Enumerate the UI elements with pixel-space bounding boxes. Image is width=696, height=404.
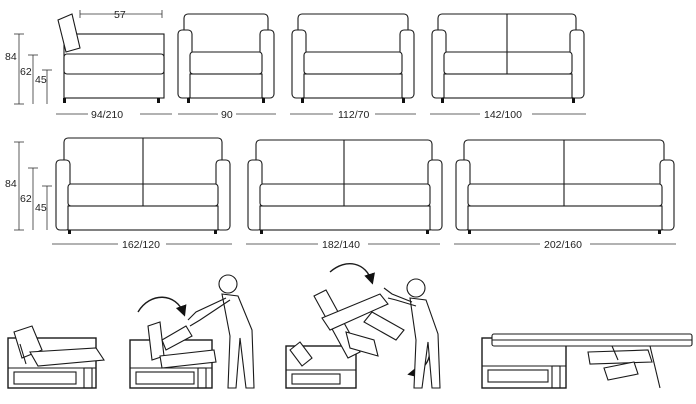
width-label-202-160: 202/160	[544, 239, 582, 251]
width-label-182-140: 182/140	[322, 239, 360, 251]
height-label-84-row2: 84	[5, 178, 17, 190]
height-dimensions-row1: 84 62 45	[5, 33, 52, 105]
person-icon-2	[383, 278, 441, 389]
height-label-62: 62	[20, 66, 32, 78]
height-label-45-row2: 45	[35, 202, 47, 214]
sofa-front-icon-112	[291, 13, 415, 103]
height-label-45: 45	[35, 74, 47, 86]
width-dimensions-row2: 162/120 182/140 202/160	[52, 239, 676, 251]
step1-closed-sofa-icon	[7, 325, 105, 389]
sofa-side-view-icon: 57	[57, 9, 165, 103]
armchair-front-icon	[177, 13, 275, 103]
person-icon-1	[187, 274, 255, 389]
height-label-84: 84	[5, 51, 17, 63]
sofa-front-icon-182	[247, 139, 443, 234]
depth-label: 57	[114, 9, 126, 21]
curved-arrow-icon	[137, 296, 187, 317]
step4-open-bed-icon	[481, 333, 693, 389]
curved-arrow-icon-2	[329, 263, 375, 285]
sofa-front-icon-162	[55, 137, 231, 234]
width-label-162-120: 162/120	[122, 239, 160, 251]
width-label-112-70: 112/70	[338, 109, 369, 121]
sofa-front-icon-142	[431, 13, 585, 103]
step3-unfold-icon	[285, 263, 431, 389]
sofa-front-icon-202	[455, 139, 675, 234]
width-label-94-210: 94/210	[91, 109, 123, 121]
width-dimensions-row1: 94/210 90 112/70 142/100	[56, 109, 586, 121]
height-label-62-row2: 62	[20, 193, 32, 205]
height-dimensions-row2: 84 62 45	[5, 141, 52, 231]
width-label-90: 90	[221, 109, 233, 121]
width-label-142-100: 142/100	[484, 109, 522, 121]
step2-lift-seat-icon	[129, 296, 217, 389]
